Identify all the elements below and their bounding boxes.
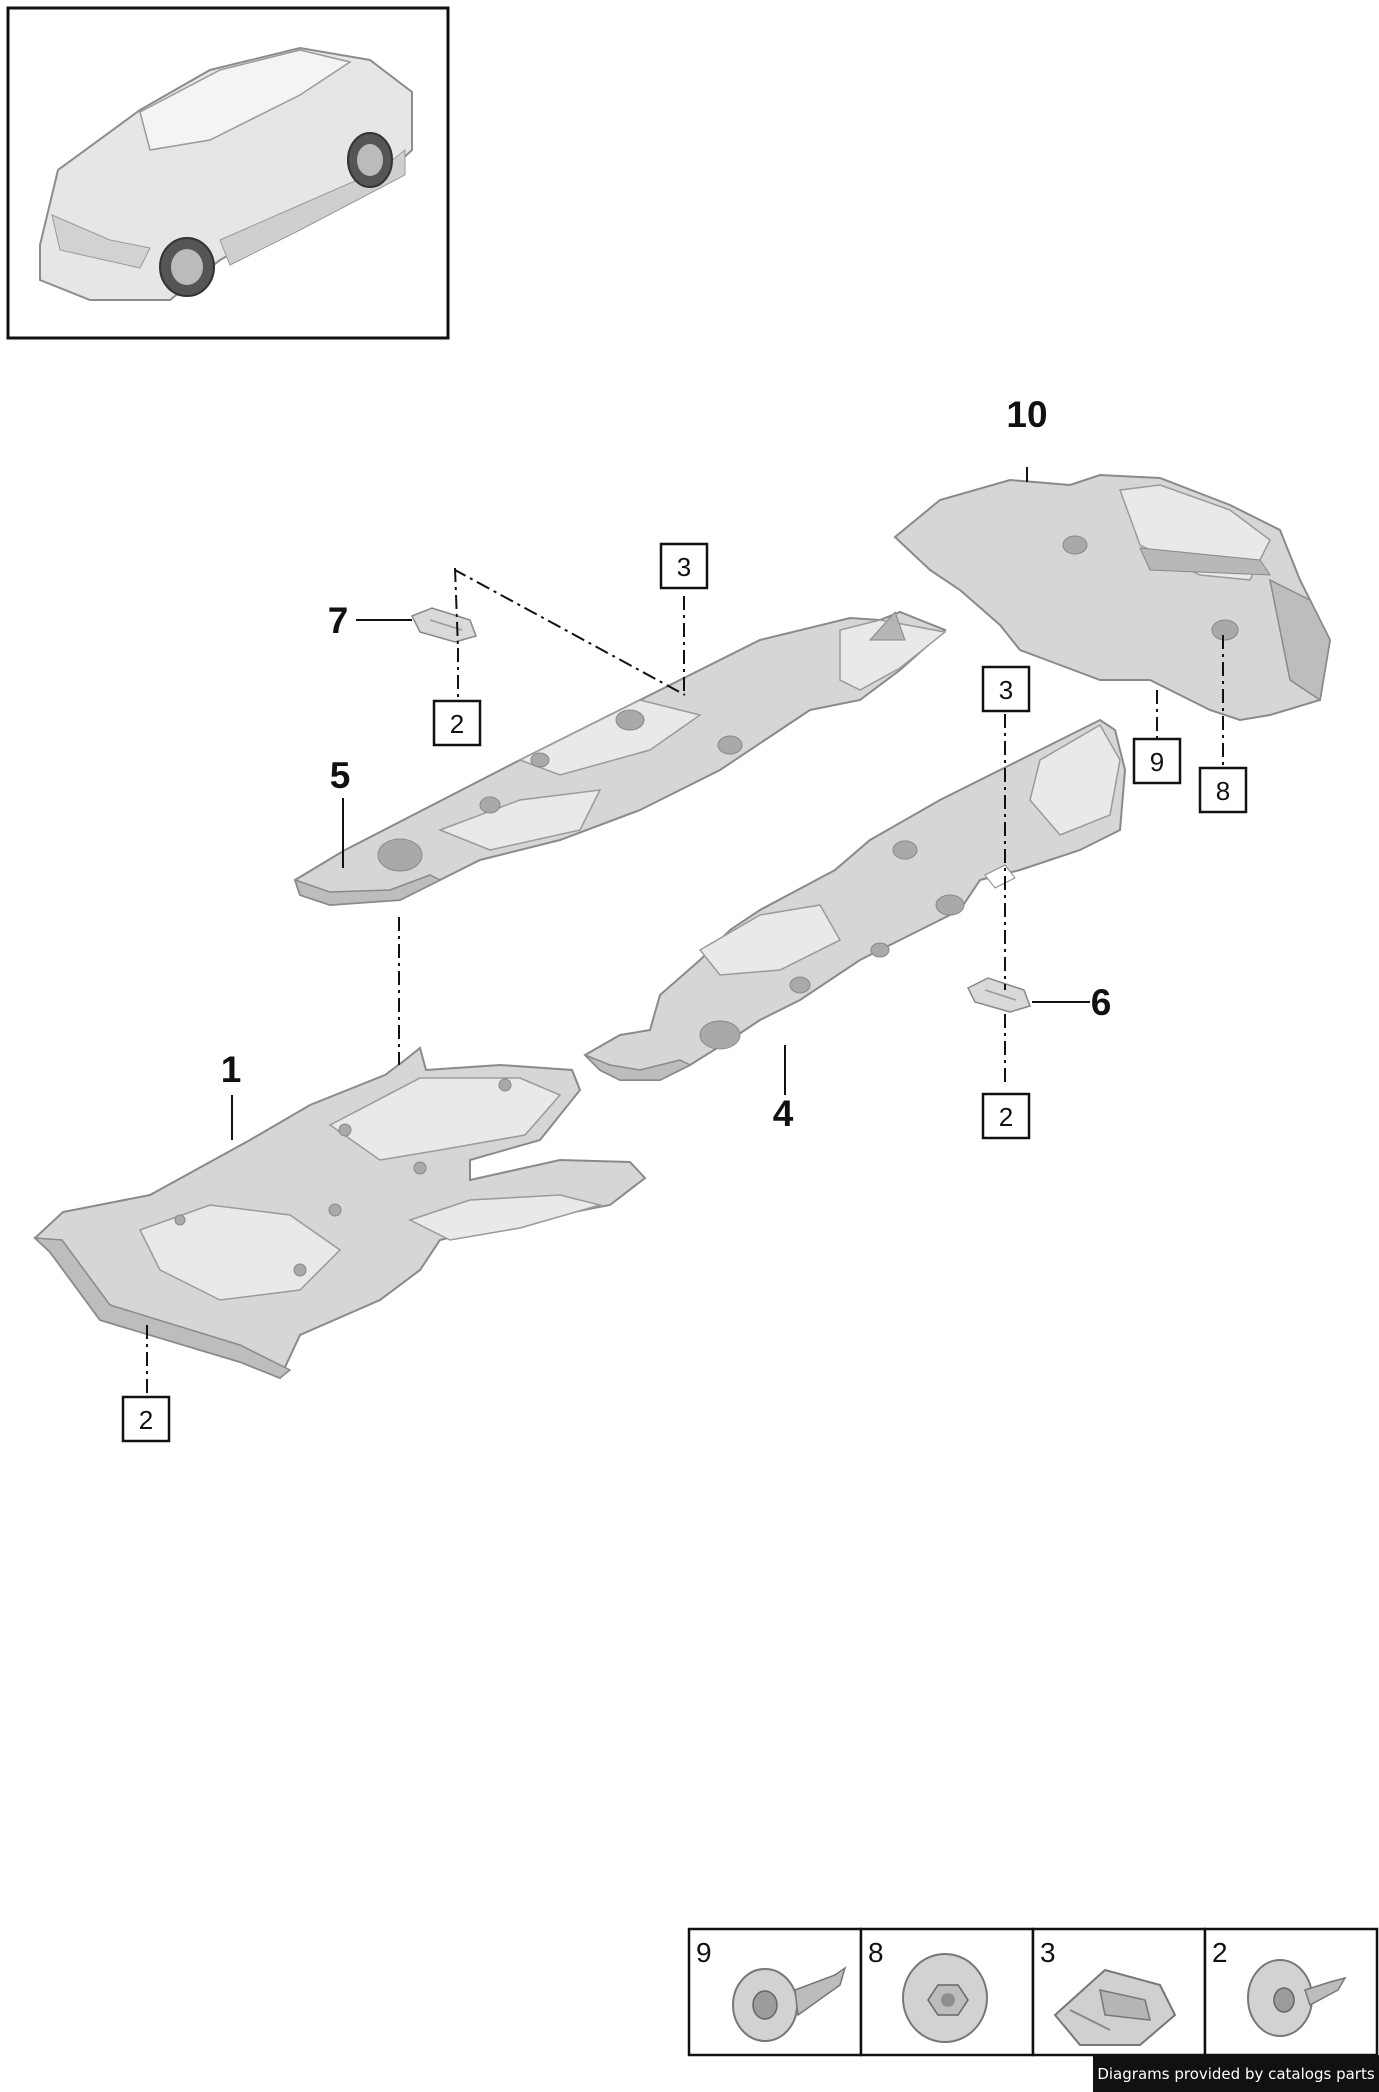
- credit-banner: Diagrams provided by catalogs parts: [1093, 2055, 1379, 2092]
- part-5-center-underbody-panel-left: [293, 610, 947, 907]
- nut-8-icon: [902, 1953, 988, 2043]
- vehicle-thumbnail: [6, 6, 450, 340]
- clip-nut-3-icon: [1053, 1968, 1177, 2046]
- callout-7: 7: [328, 600, 349, 641]
- callout-4: 4: [773, 1093, 794, 1134]
- part-6-clip: [966, 977, 1031, 1013]
- screw-9-icon: [732, 1966, 847, 2042]
- part-10-rear-underbody-panel: [893, 473, 1332, 722]
- fastener-legend: 9 8 3 2: [687, 1927, 1379, 2057]
- svg-text:2: 2: [139, 1405, 153, 1435]
- svg-text:3: 3: [999, 675, 1013, 705]
- boxed-callout-9: 9: [1132, 737, 1182, 785]
- svg-text:2: 2: [450, 709, 464, 739]
- boxed-callout-3b: 3: [981, 665, 1031, 713]
- legend-label-9: 9: [696, 1937, 712, 1968]
- plain-callouts: 10 7 5 1 4 6: [221, 394, 1112, 1134]
- part-1-front-underbody-panel: [32, 1046, 647, 1380]
- callout-10: 10: [1006, 394, 1047, 435]
- svg-text:8: 8: [1216, 776, 1230, 806]
- svg-text:2: 2: [999, 1102, 1013, 1132]
- boxed-callout-2c: 2: [121, 1395, 171, 1443]
- boxed-callout-2a: 2: [432, 699, 482, 747]
- legend-label-2: 2: [1212, 1937, 1228, 1968]
- legend-label-8: 8: [868, 1937, 884, 1968]
- boxed-callout-2b: 2: [981, 1092, 1031, 1140]
- svg-text:3: 3: [677, 552, 691, 582]
- callout-6: 6: [1091, 982, 1112, 1023]
- callout-1: 1: [221, 1049, 242, 1090]
- leader-lines: [146, 467, 1224, 1395]
- boxed-callout-3a: 3: [659, 542, 709, 590]
- callout-5: 5: [330, 755, 351, 796]
- part-7-clip: [410, 607, 477, 643]
- part-4-center-underbody-panel-right: [583, 718, 1127, 1081]
- boxed-callout-8: 8: [1198, 766, 1248, 814]
- svg-text:9: 9: [1150, 747, 1164, 777]
- screw-2-icon: [1247, 1959, 1347, 2037]
- legend-label-3: 3: [1040, 1937, 1056, 1968]
